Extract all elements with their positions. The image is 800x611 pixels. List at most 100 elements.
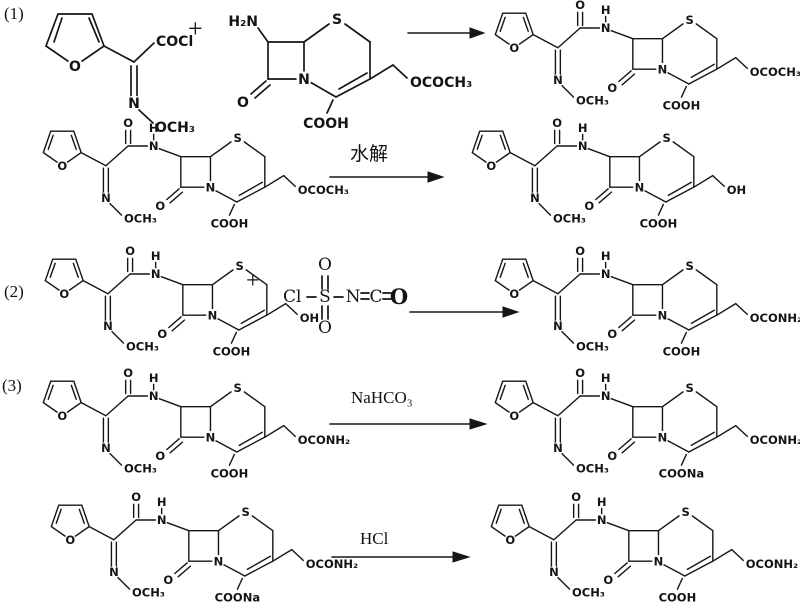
atom-masks	[56, 381, 245, 454]
atom-masks	[504, 505, 693, 578]
c3-side-group-label: OCONH₂	[750, 311, 800, 325]
amide-h-atom: H	[601, 249, 611, 263]
c3-side-group-label: OCOCH₃	[750, 65, 800, 79]
amide-carbonyl-o-atom: O	[123, 366, 133, 380]
molecule-drawing: O O H N N OCH₃ N O S COONa OCONH₂	[494, 366, 800, 481]
molecule-drawing: O O H N N OCH₃ N O S COOH OH	[44, 244, 319, 359]
oxime-och3-label: OCH₃	[124, 462, 157, 476]
lactam-n-atom: N	[206, 430, 216, 444]
oxime-n-atom: N	[128, 96, 140, 112]
atom-masks	[508, 381, 697, 454]
structure-acetate-acid-product: O O H N N OCH₃ N O S COOH OCOCH₃	[478, 0, 800, 124]
oxime-n-atom: N	[549, 565, 559, 579]
lactam-n-atom: N	[208, 308, 218, 322]
structure-carbamate-sodium: O O H N N OCH₃ N O S COONa OCONH₂	[34, 490, 358, 611]
cl-atom: Cl	[283, 287, 301, 307]
amide-h-atom: H	[149, 121, 159, 135]
c4-acid-label: COOH	[211, 467, 249, 481]
lactam-o-atom: O	[603, 573, 613, 587]
bond-skeleton	[494, 379, 748, 466]
bond-skeleton	[494, 11, 748, 98]
atom-masks	[485, 131, 674, 204]
plus-operator-1: +	[188, 14, 203, 43]
oxime-och3-label: OCH₃	[124, 212, 157, 226]
amide-carbonyl-o-atom: O	[571, 490, 581, 504]
oxime-n-atom: N	[530, 191, 540, 205]
structure-csi-reagent: Cl S N C O O O	[281, 252, 416, 347]
step-3-label: (3)	[2, 376, 22, 395]
reagent-label-hcl: HCl	[360, 529, 389, 548]
sulfonyl-o-bottom-atom: O	[318, 318, 332, 338]
structure-acetate-acid: O O H N N OCH₃ N O S COOH OCOCH₃	[26, 116, 349, 242]
lactam-n-atom: N	[658, 430, 668, 444]
molecule-drawing: Cl S N C O O O	[283, 255, 408, 338]
c4-acid-label: COOH	[663, 345, 701, 359]
furan-o-atom: O	[69, 59, 81, 75]
lactam-n-atom: N	[654, 554, 664, 568]
oxime-och3-label: OCH₃	[132, 586, 165, 600]
atom-masks	[58, 259, 247, 332]
s-atom: S	[319, 287, 331, 307]
amide-carbonyl-o-atom: O	[131, 490, 141, 504]
furan-o-atom: O	[486, 159, 496, 173]
furan-o-atom: O	[65, 533, 75, 547]
cocl-group-label: COCl	[156, 34, 193, 50]
lactam-o-atom: O	[155, 449, 165, 463]
amide-h-atom: H	[597, 495, 607, 509]
bond-skeleton	[250, 23, 408, 114]
amide-carbonyl-o-atom: O	[552, 116, 562, 130]
oxime-n-atom: N	[553, 441, 563, 455]
c3-side-group-label: OCONH₂	[750, 433, 800, 447]
reaction-arrow-1	[407, 27, 486, 39]
oxime-n-atom: N	[103, 319, 113, 333]
c4-acid-label: COOH	[659, 591, 697, 605]
lactam-n-atom: N	[206, 180, 216, 194]
molecule-drawing: O COCl N OCH₃	[44, 13, 195, 136]
reaction-arrow-4	[329, 418, 488, 430]
n-atom: N	[346, 287, 361, 307]
oxime-och3-label: OCH₃	[576, 340, 609, 354]
oxime-och3-label: OCH₃	[576, 94, 609, 108]
amide-n-atom: N	[601, 21, 611, 35]
reagent-label-nahco3: NaHCO₃	[351, 388, 413, 407]
molecule-drawing: O O H N N OCH₃ N O S COOH OCONH₂	[494, 244, 800, 359]
reaction-arrow-2	[329, 171, 445, 183]
bond-skeleton	[42, 379, 296, 466]
amide-h-atom: H	[578, 121, 588, 135]
lactam-o-atom: O	[607, 81, 617, 95]
reagent-label-hydrolysis: 水解	[350, 143, 389, 165]
bond-skeleton	[44, 13, 155, 124]
ring-s-atom: S	[332, 12, 342, 28]
lactam-n-atom: N	[214, 554, 224, 568]
molecule-drawing: O O H N N OCH₃ N O S COONa OCONH₂	[50, 490, 358, 605]
bond-skeleton	[490, 503, 744, 590]
c4-acid-label: COOH	[303, 116, 349, 132]
c3-side-group-label: OCOCH₃	[298, 183, 349, 197]
atom-masks	[296, 11, 345, 87]
ring-s-atom: S	[233, 381, 241, 395]
molecule-drawing: O O H N N OCH₃ N O S COOH OCOCH₃	[42, 116, 349, 231]
lactam-o-atom: O	[584, 199, 594, 213]
amide-carbonyl-o-atom: O	[125, 244, 135, 258]
molecule-drawing: O O H N N OCH₃ N O S COOH OCONH₂	[490, 490, 798, 605]
reaction-arrow-5	[331, 551, 471, 563]
amide-carbonyl-o-atom: O	[575, 244, 585, 258]
amide-n-atom: N	[151, 267, 161, 281]
atom-masks	[64, 505, 253, 578]
atom-masks	[67, 58, 142, 111]
c4-acid-label: COOH	[640, 217, 678, 231]
ring-s-atom: S	[235, 259, 243, 273]
lactam-n-atom: N	[635, 180, 645, 194]
c4-acid-label: COONa	[659, 467, 704, 481]
structure-carbamate-sodium-product: O O H N N OCH₃ N O S COONa OCONH₂	[478, 366, 800, 492]
structure-carbamate-acid-final: O O H N N OCH₃ N O S COOH OCONH₂	[474, 490, 798, 611]
c4-acid-label: COOH	[663, 99, 701, 113]
amide-n-atom: N	[601, 389, 611, 403]
amide-n-atom: N	[578, 139, 588, 153]
amide-h-atom: H	[157, 495, 167, 509]
bond-skeleton	[42, 129, 296, 216]
c3-side-group-label: OH	[300, 311, 319, 325]
structure-hydroxymethyl-acid: O O H N N OCH₃ N O S COOH OH	[28, 244, 319, 370]
lactam-o-atom: O	[607, 327, 617, 341]
c-atom: C	[369, 287, 382, 307]
